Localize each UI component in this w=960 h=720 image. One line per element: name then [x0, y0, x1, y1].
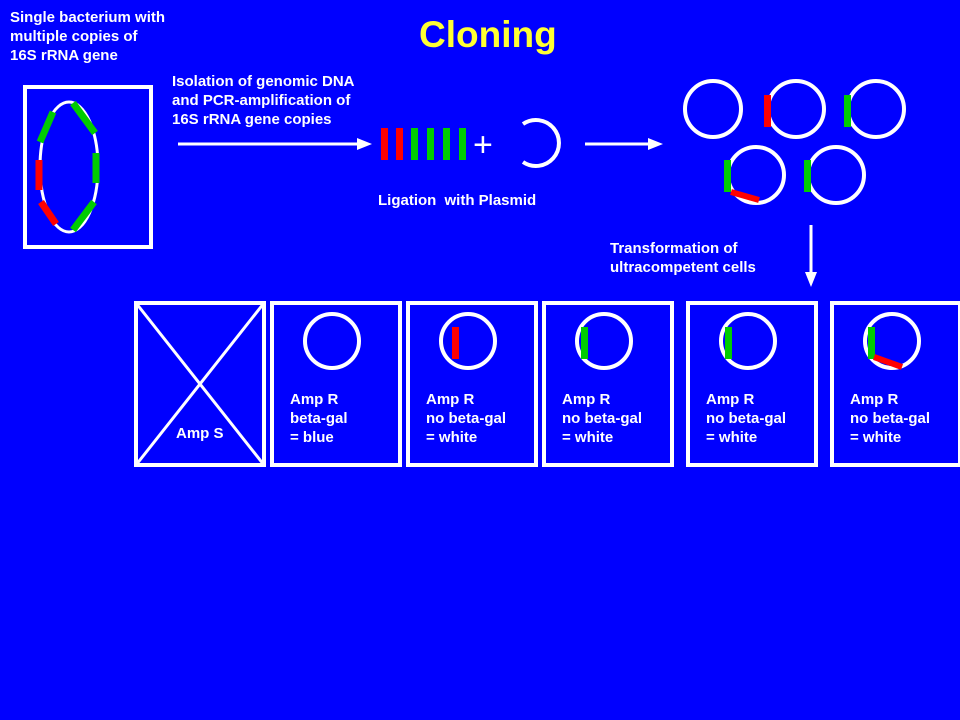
pcr-products — [381, 128, 466, 160]
plate-label-line: beta-gal — [290, 410, 348, 427]
plate-cross-line — [134, 302, 266, 466]
plate-label-line: = white — [850, 429, 902, 446]
pcr-product-green — [443, 128, 450, 160]
agar-plates — [134, 301, 960, 467]
bacterium-label: Single bacterium with multiple copies of… — [10, 8, 165, 65]
plate-label-line: = white — [562, 429, 614, 446]
plate-plasmid — [303, 312, 361, 370]
plate-label-line: no beta-gal — [850, 410, 931, 427]
plasmid-empty — [683, 79, 743, 139]
plasmid-insert-green — [868, 327, 875, 359]
pcr-product-red — [396, 128, 403, 160]
plate-plasmid — [719, 312, 777, 370]
plate-label-line: Amp R — [562, 391, 611, 408]
insert-green — [724, 160, 731, 192]
plasmid-red-insert — [766, 79, 826, 139]
insert-red — [730, 189, 760, 203]
plasmid-insert-green — [725, 327, 732, 359]
arrow-pcr-head — [357, 138, 372, 150]
plasmid-insert-red — [452, 327, 459, 359]
bacterium-label-line: multiple copies of — [10, 28, 138, 45]
transformation-label-line: ultracompetent cells — [610, 259, 756, 276]
plasmid-green-insert — [806, 145, 866, 205]
pcr-product-green — [459, 128, 466, 160]
agar-plate — [686, 301, 818, 467]
plate-label-line: Amp R — [426, 391, 475, 408]
transformation-label: Transformation of ultracompetent cells — [610, 239, 756, 277]
agar-plate — [270, 301, 402, 467]
insert-green — [844, 95, 851, 127]
arrow-transformation-head — [805, 272, 817, 287]
plasmid-green-insert — [846, 79, 906, 139]
gene-copy-green — [70, 199, 97, 233]
bacterium-label-line: 16S rRNA gene — [10, 47, 118, 64]
plate-plasmid — [439, 312, 497, 370]
agar-plate — [406, 301, 538, 467]
isolation-label-line: 16S rRNA gene copies — [172, 111, 332, 128]
pcr-product-green — [427, 128, 434, 160]
plate-label-line: Amp R — [850, 391, 899, 408]
agar-plate — [830, 301, 960, 467]
open-plasmid — [521, 118, 561, 168]
bacterium-label-line: Single bacterium with — [10, 9, 166, 26]
isolation-label-line: Isolation of genomic DNA — [172, 73, 355, 90]
plate-label-line: Amp R — [290, 391, 339, 408]
plate-label: Amp R no beta-gal = white — [426, 390, 506, 447]
ligation-label-word: with Plasmid — [444, 192, 537, 209]
ligation-label: Ligation with Plasmid — [378, 191, 536, 210]
plate-label-line: Amp R — [706, 391, 755, 408]
gene-copy-red — [38, 200, 59, 226]
plate-label-line: = white — [706, 429, 758, 446]
plate-label-line: = blue — [290, 429, 334, 446]
plate-label-line: no beta-gal — [562, 410, 643, 427]
plasmid-insert-red — [872, 354, 904, 370]
bacterium-cell — [23, 85, 153, 249]
plate-label: Amp R no beta-gal = white — [706, 390, 786, 447]
agar-plate — [134, 301, 266, 467]
plus-sign: + — [473, 126, 493, 164]
plasmid-insert-green — [581, 327, 588, 359]
gene-copy-green — [70, 100, 98, 136]
insert-red — [764, 95, 771, 127]
plate-label-line: = white — [426, 429, 478, 446]
ligation-label-word: Ligation — [378, 192, 437, 209]
plate-label-line: Amp S — [176, 425, 224, 442]
insert-green — [804, 160, 811, 192]
plate-label: Amp R no beta-gal = white — [562, 390, 642, 447]
plate-label: Amp R no beta-gal = white — [850, 390, 930, 447]
plate-label: Amp S — [176, 424, 224, 443]
plate-label-line: no beta-gal — [426, 410, 507, 427]
plate-plasmid — [863, 312, 921, 370]
plate-label-line: no beta-gal — [706, 410, 787, 427]
agar-plate — [542, 301, 674, 467]
isolation-label: Isolation of genomic DNA and PCR-amplifi… — [172, 72, 355, 129]
plate-label: Amp R beta-gal = blue — [290, 390, 348, 447]
arrow-ligation-head — [648, 138, 663, 150]
gene-copy-green — [36, 110, 57, 144]
isolation-label-line: and PCR-amplification of — [172, 92, 351, 109]
transformation-label-line: Transformation of — [610, 240, 738, 257]
pcr-product-red — [381, 128, 388, 160]
pcr-product-green — [411, 128, 418, 160]
plate-plasmid — [575, 312, 633, 370]
page-title: Cloning — [419, 14, 557, 55]
